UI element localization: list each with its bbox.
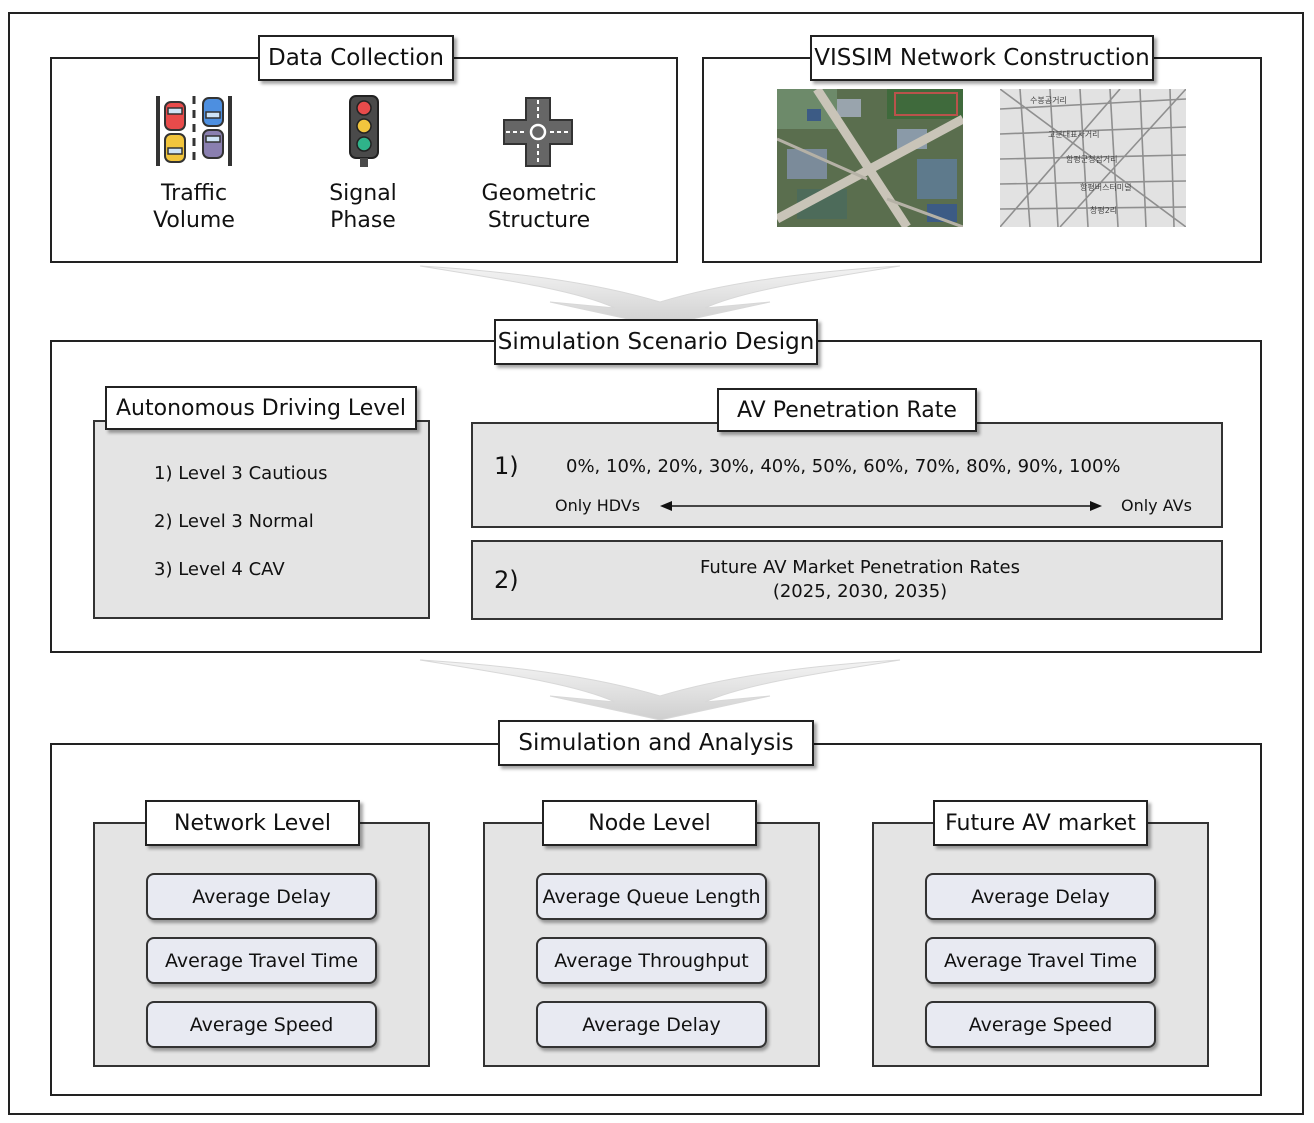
penetration-row1-num: 1) [494,452,519,480]
node-level-title: Node Level [542,800,757,846]
double-arrow [660,501,1102,511]
outer-frame [8,12,1304,1115]
penetration-row2-num: 2) [494,566,519,594]
driving-level-box [93,420,430,619]
analysis-title: Simulation and Analysis [498,720,814,766]
only-avs-label: Only AVs [1121,496,1192,515]
future-av-title: Future AV market [933,800,1148,846]
future-rates-line2: (2025, 2030, 2035) [772,581,948,602]
network-level-title: Network Level [145,800,360,846]
satellite-image [777,89,963,227]
traffic-light-icon [349,95,379,167]
signal-phase-label: Signal Phase [329,181,397,233]
map-label-3: 함평군청삼거리 [1066,155,1118,164]
level-item-1: 1) Level 3 Cautious [154,463,328,484]
vissim-title: VISSIM Network Construction [810,35,1154,81]
future-rates-line1: Future AV Market Penetration Rates [700,557,1020,578]
future-avg-travel-time: Average Travel Time [925,937,1156,984]
driving-level-title: Autonomous Driving Level [105,386,417,430]
network-avg-speed: Average Speed [146,1001,377,1048]
scenario-title: Simulation Scenario Design [494,319,818,365]
node-avg-throughput: Average Throughput [536,937,767,984]
map-label-2: 고분대표사거리 [1048,130,1100,139]
node-avg-queue-length: Average Queue Length [536,873,767,920]
network-avg-delay: Average Delay [146,873,377,920]
penetration-title: AV Penetration Rate [717,388,977,432]
level-item-2: 2) Level 3 Normal [154,511,314,532]
converge-arrow-2 [419,659,901,721]
future-avg-speed: Average Speed [925,1001,1156,1048]
only-hdvs-label: Only HDVs [555,496,641,515]
level-item-3: 3) Level 4 CAV [154,559,285,580]
traffic-lanes-icon [156,96,232,166]
penetration-rates: 0%, 10%, 20%, 30%, 40%, 50%, 60%, 70%, 8… [566,456,1121,477]
intersection-icon [503,97,573,167]
geometric-structure-label: Geometric Structure [481,181,597,233]
data-collection-title: Data Collection [258,35,454,81]
node-avg-delay: Average Delay [536,1001,767,1048]
road-network-map [1000,89,1186,227]
traffic-volume-label: Traffic Volume [153,181,235,233]
network-avg-travel-time: Average Travel Time [146,937,377,984]
map-label-5: 창평2리 [1090,206,1118,215]
penetration-box-2 [471,540,1223,620]
future-avg-delay: Average Delay [925,873,1156,920]
converge-arrow-1 [419,265,901,327]
map-label-4: 항평버스터미널 [1080,183,1132,192]
map-label-1: 수봉공거리 [1030,96,1067,105]
